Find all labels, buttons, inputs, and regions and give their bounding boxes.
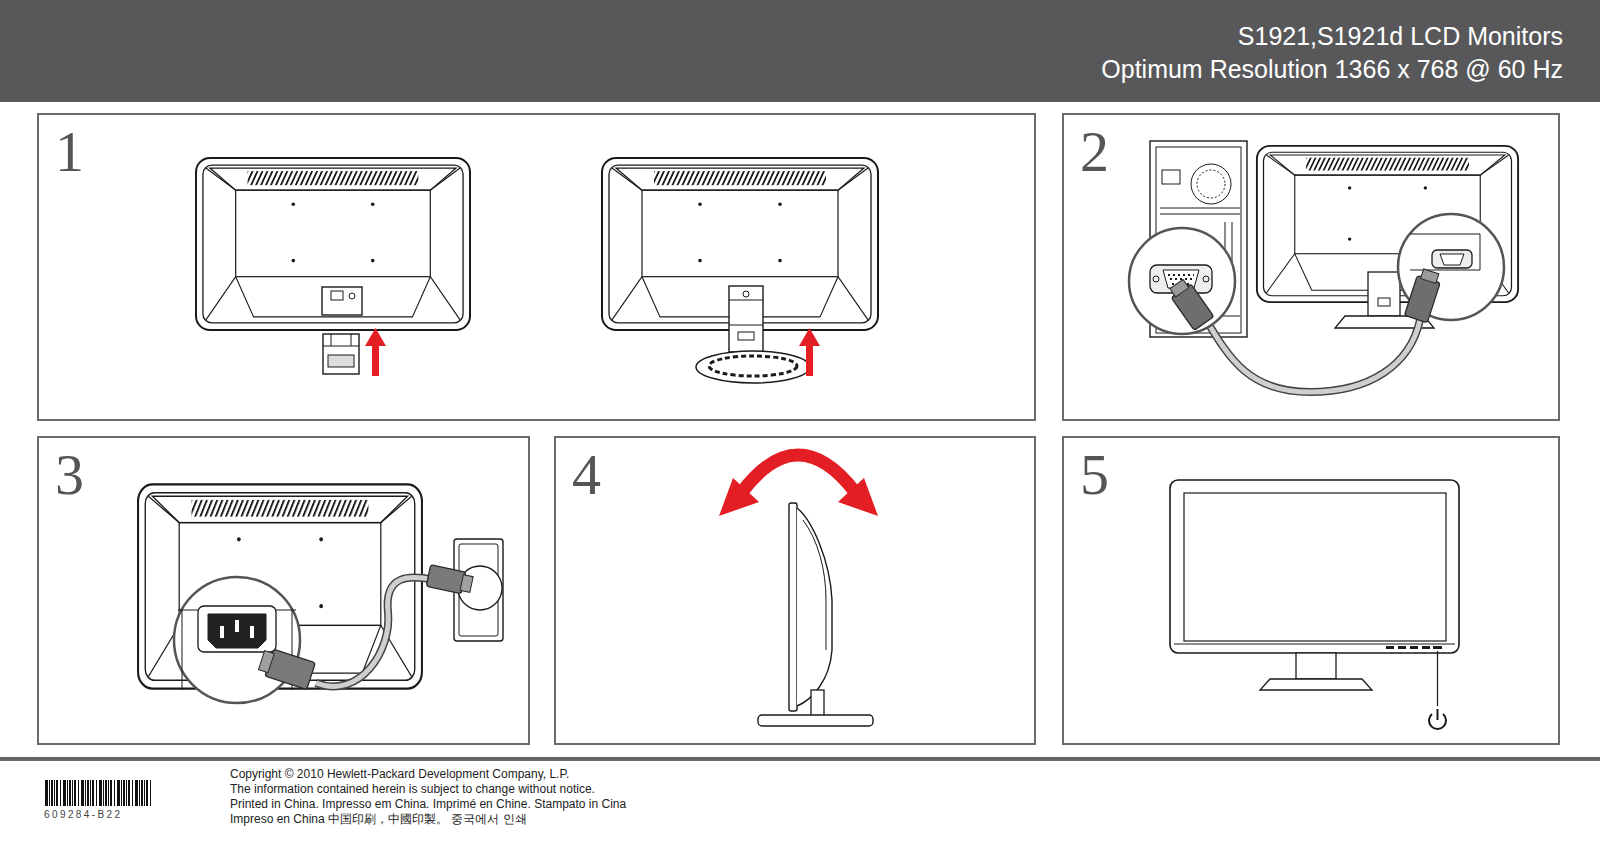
header-text: S1921,S1921d LCD Monitors: [0, 20, 1563, 53]
neck-detail: [1378, 298, 1390, 306]
neck-detail: [328, 355, 354, 367]
power-button: [1433, 646, 1442, 649]
footer-note: Printed in China. Impresso em China. Imp…: [230, 797, 626, 811]
neck-detail: [738, 332, 754, 340]
step-number: 2: [1080, 123, 1109, 181]
monitor-edge: [1410, 234, 1480, 270]
power-inlet: [208, 614, 266, 648]
vga-socket: [1440, 254, 1464, 265]
plug-tip: [258, 651, 274, 673]
plug-tip: [460, 575, 473, 593]
power-cord-outline: [316, 578, 434, 687]
bracket-detail: [331, 291, 343, 300]
vga-cable: [1205, 318, 1420, 392]
front-button: [1422, 646, 1430, 649]
step2-art: [1129, 141, 1518, 392]
step5-art: [1170, 480, 1459, 729]
stand-neck: [729, 286, 763, 352]
bezel-line: [1174, 644, 1455, 645]
stand-base: [1260, 679, 1372, 690]
callout-circle: [174, 577, 300, 703]
vga-cable-outline: [1205, 318, 1420, 392]
barcode-number: 609284-B22: [44, 808, 123, 822]
power-inlet: [1162, 170, 1180, 184]
front-button: [1398, 646, 1406, 649]
front-button: [1410, 646, 1418, 649]
leader-line: [1437, 651, 1438, 706]
footer-note: The information contained herein is subj…: [230, 782, 595, 796]
step-panel: 1: [37, 113, 1036, 421]
vga-plug: [1404, 268, 1442, 323]
tilt-arrow: [742, 455, 855, 492]
mains-plug: [426, 565, 474, 596]
port-screw: [1153, 276, 1159, 282]
step1-art: [196, 158, 878, 383]
step-panel: 5: [1062, 436, 1560, 745]
monitor-bezel: [789, 503, 797, 711]
footer-note: Copyright © 2010 Hewlett-Packard Develop…: [230, 767, 569, 781]
callout-circle: [1129, 228, 1235, 334]
monitor-front: [1170, 480, 1459, 653]
port-screw: [1203, 276, 1209, 282]
neck-detail: [323, 334, 359, 346]
tower-fan: [1191, 164, 1231, 204]
step-panel: 4: [554, 436, 1036, 745]
inlet-pin: [235, 620, 239, 632]
stand-neck: [323, 334, 359, 374]
stand-neck: [811, 690, 824, 716]
footer-rule: [0, 757, 1600, 761]
stand-base: [758, 715, 873, 726]
step-number: 1: [55, 123, 84, 181]
base-ribs: [709, 356, 797, 376]
step3-art: [138, 484, 503, 703]
arrow-shaft: [806, 344, 813, 376]
step-number: 5: [1080, 446, 1109, 504]
footer-note: Impreso en China 中国印刷，中國印製。 중국에서 인쇄: [230, 812, 527, 826]
inlet-pin: [250, 626, 254, 638]
step4-art: [719, 455, 878, 726]
arrow-head: [365, 328, 386, 346]
plug-tip: [1421, 269, 1439, 283]
arrow-head: [799, 328, 820, 346]
inlet-housing: [198, 606, 276, 652]
inlet-pin: [220, 626, 224, 638]
power-cord: [316, 578, 434, 687]
neck-detail: [743, 291, 749, 297]
step-number: 3: [55, 446, 84, 504]
neck-detail: [729, 300, 763, 325]
step-panel: 3: [37, 436, 530, 745]
power-symbol: [1437, 709, 1439, 720]
stand-neck: [1368, 272, 1400, 316]
plug-tip: [1170, 280, 1189, 297]
monitor-back: [196, 158, 470, 330]
step-panel: 2: [1062, 113, 1560, 421]
arrow-head: [719, 478, 759, 516]
front-button: [1386, 646, 1394, 649]
monitor-screen: [1184, 493, 1446, 641]
header-band: S1921,S1921d LCD MonitorsOptimum Resolut…: [0, 0, 1600, 102]
step-number: 4: [572, 446, 601, 504]
stand-bracket: [322, 287, 362, 315]
arrow-shaft: [372, 344, 379, 376]
arrow-head: [838, 478, 878, 516]
stand-neck: [1296, 653, 1336, 679]
tower-fan: [1197, 170, 1225, 198]
vga-plug: [1167, 277, 1214, 330]
vga-port: [1432, 250, 1472, 268]
side-detail: [803, 520, 826, 650]
stand-base: [696, 351, 810, 383]
bracket-detail: [349, 293, 355, 299]
wall-outlet: [454, 539, 503, 641]
power-plug: [257, 647, 315, 690]
header-text: Optimum Resolution 1366 x 768 @ 60 Hz: [0, 53, 1563, 86]
barcode: [44, 780, 152, 806]
monitor-back-side: [797, 508, 832, 706]
